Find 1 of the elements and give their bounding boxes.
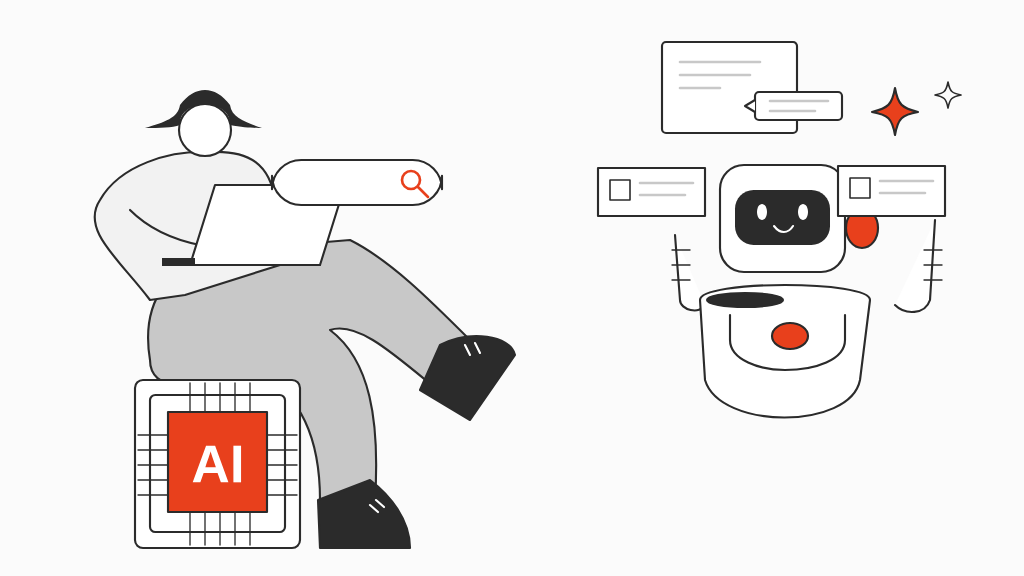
chip-label: AI xyxy=(192,445,242,483)
